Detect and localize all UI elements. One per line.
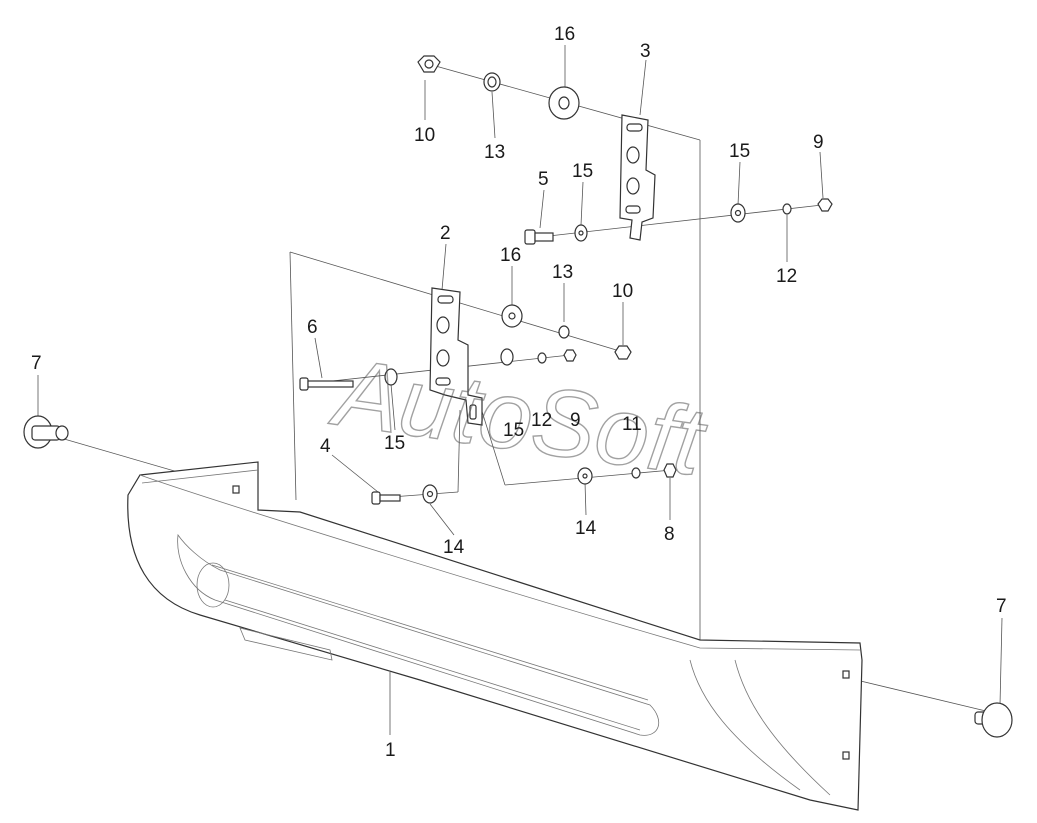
callout-11: 11 [622,414,642,435]
callout-16-middle: 16 [500,245,521,266]
callout-15-center: 15 [503,420,524,441]
fasteners [23,55,1013,738]
callout-10-middle: 10 [612,281,633,302]
callout-7-left: 7 [31,353,42,374]
callout-1: 1 [385,740,396,761]
bracket-part-2 [429,287,483,426]
callout-14-left: 14 [443,537,465,558]
callout-9-center: 9 [570,410,581,431]
callout-6: 6 [307,317,318,338]
callout-12-center: 12 [531,410,552,431]
callout-13-middle: 13 [552,262,573,283]
callout-13-top: 13 [484,142,505,163]
callout-5: 5 [538,169,549,190]
callout-15-left: 15 [384,433,405,454]
bumper-part-1 [127,461,863,811]
callout-15-right: 15 [729,141,750,162]
watermark-text: AutoSoft [325,338,713,496]
bracket-part-3 [619,114,656,241]
callout-labels: 16 3 10 13 15 9 5 15 2 16 13 12 10 6 7 1… [31,24,1007,761]
callout-3: 3 [640,41,651,62]
callout-9-right: 9 [813,132,824,153]
callout-7-right: 7 [996,596,1007,617]
callout-15-upper: 15 [572,161,593,182]
callout-10-top: 10 [414,125,435,146]
callout-16-top: 16 [554,24,575,45]
callout-12-right: 12 [776,266,797,287]
callout-14-right: 14 [575,518,597,539]
callout-4: 4 [320,436,331,457]
callout-2: 2 [440,223,451,244]
callout-8: 8 [664,524,675,545]
